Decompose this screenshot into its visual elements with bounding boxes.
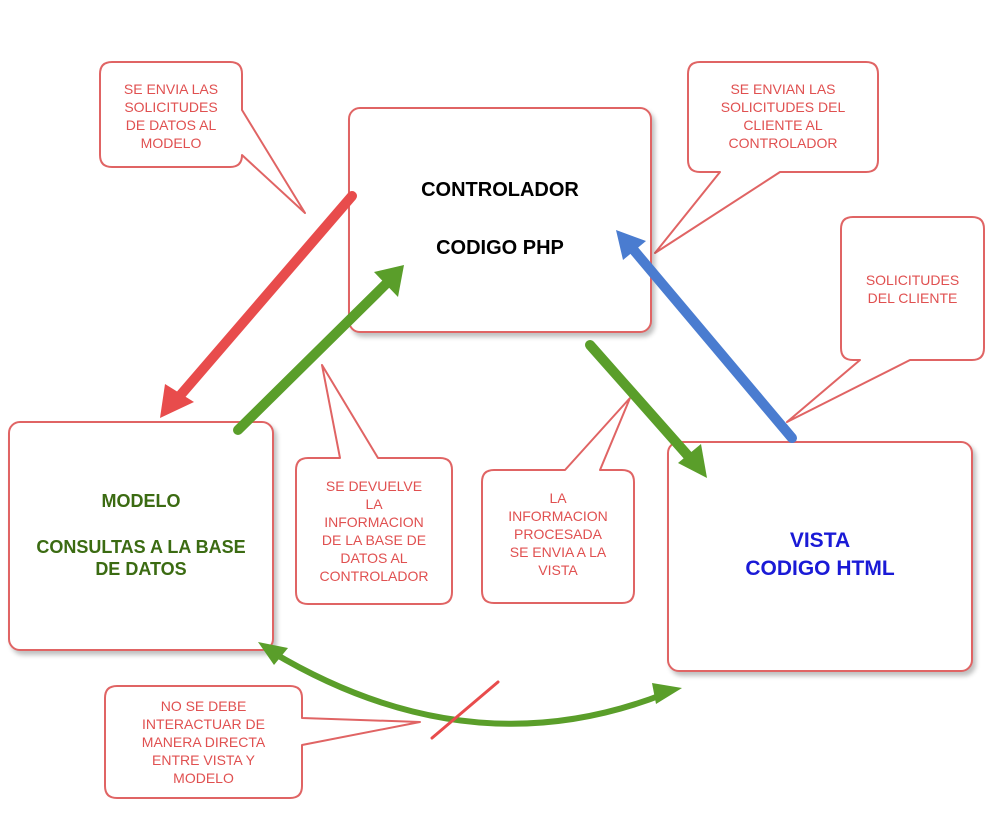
arrow-controlador-to-modelo-head xyxy=(160,384,194,418)
callout-client: SOLICITUDES DEL CLIENTE xyxy=(865,272,960,306)
arrow-modelo-vista-head-right xyxy=(652,683,682,704)
callout-returned-shape xyxy=(295,364,453,605)
arrow-modelo-to-controlador-head xyxy=(374,265,404,297)
modelo-subtitle-2: DE DATOS xyxy=(95,559,187,579)
vista-title: VISTA xyxy=(789,529,851,552)
arrow-modelo-vista-curve xyxy=(269,649,667,727)
modelo-box: MODELO CONSULTAS A LA BASE DE DATOS xyxy=(8,421,274,651)
vista-subtitle: CODIGO HTML xyxy=(745,557,895,580)
controlador-title: CONTROLADOR xyxy=(421,179,579,201)
controlador-box: CONTROLADOR CODIGO PHP xyxy=(348,107,652,333)
callout-client-shape xyxy=(786,216,985,423)
callout-processed-shape xyxy=(481,397,635,604)
prohibited-slash xyxy=(430,680,500,740)
callout-no-direct-shape xyxy=(104,685,421,799)
arrow-modelo-to-controlador xyxy=(233,277,393,435)
callout-to-controlador-shape xyxy=(654,61,879,254)
modelo-title: MODELO xyxy=(101,491,181,511)
arrow-controlador-to-modelo xyxy=(173,191,357,403)
callout-to-modelo-shape xyxy=(99,61,306,214)
controlador-subtitle: CODIGO PHP xyxy=(436,237,564,259)
callout-processed: LA INFORMACION PROCESADA SE ENVIA A LA V… xyxy=(508,490,608,578)
arrow-controlador-to-vista-head xyxy=(678,444,707,478)
modelo-subtitle-1: CONSULTAS A LA BASE xyxy=(36,537,246,557)
vista-box: VISTA CODIGO HTML xyxy=(667,441,973,672)
callout-returned: SE DEVUELVE LA INFORMACION DE LA BASE DE… xyxy=(319,478,429,584)
arrow-modelo-vista-head-left xyxy=(258,642,288,665)
callout-to-modelo: SE ENVIA LAS SOLICITUDES DE DATOS AL MOD… xyxy=(123,81,219,151)
arrow-controlador-to-vista xyxy=(585,340,695,463)
arrow-vista-to-controlador xyxy=(627,243,797,443)
callout-no-direct: NO SE DEBE INTERACTUAR DE MANERA DIRECTA… xyxy=(141,698,266,786)
callout-to-controlador: SE ENVIAN LAS SOLICITUDES DEL CLIENTE AL… xyxy=(720,81,846,151)
arrow-vista-to-controlador-head xyxy=(616,230,646,260)
